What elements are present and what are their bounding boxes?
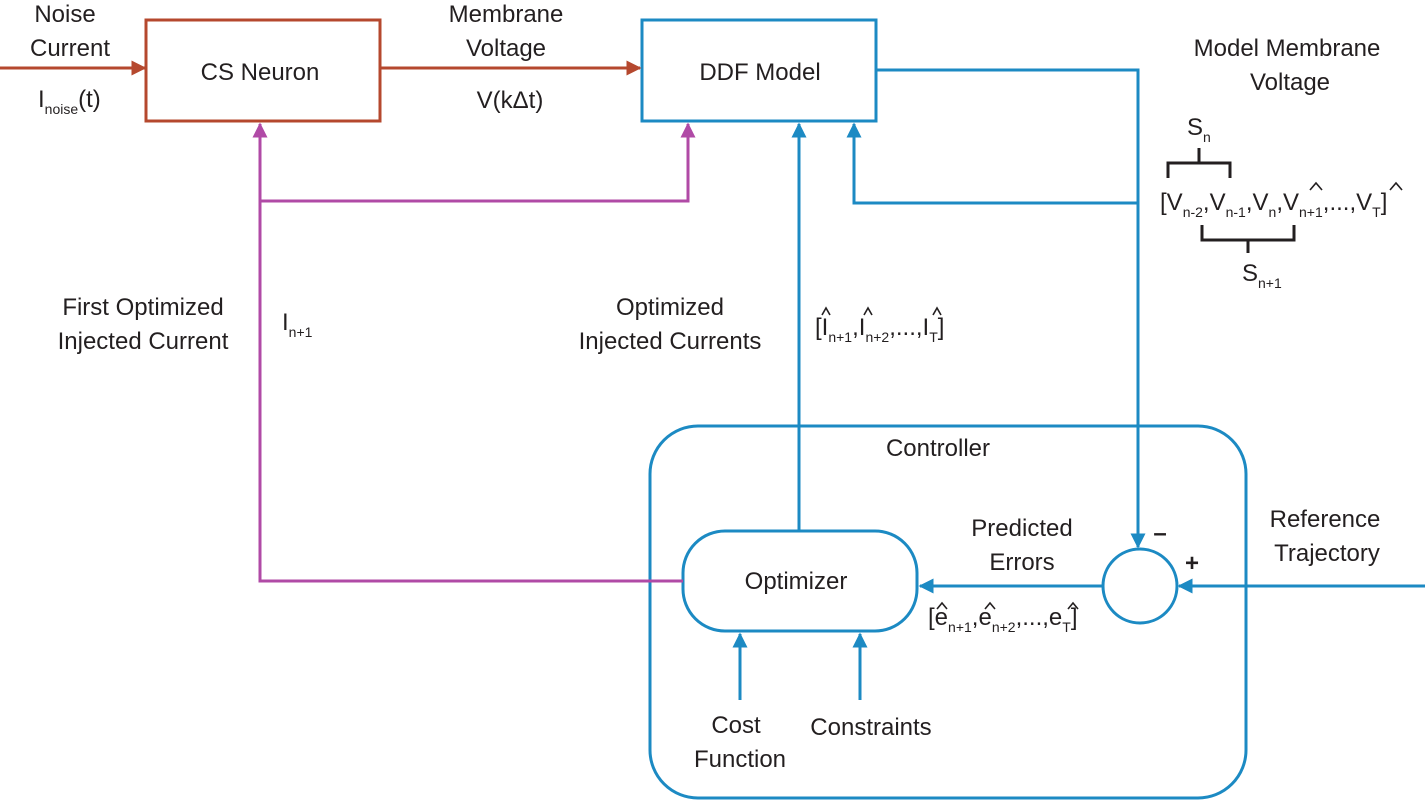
model-membrane-voltage-label-line1: Model Membrane <box>1194 35 1381 62</box>
summing-junction <box>1101 547 1179 625</box>
controller-label: Controller <box>886 435 990 462</box>
membrane-voltage-label-line1: Membrane <box>449 1 564 28</box>
junction-plus-sign: + <box>1185 550 1199 577</box>
s-n-plus-1-label: Sn+1 <box>1242 260 1282 291</box>
s-n-bracket-shape <box>1166 148 1232 178</box>
membrane-voltage-expression: V(kΔt) <box>477 87 544 114</box>
first-optimized-symbol: In+1 <box>282 309 313 340</box>
constraints-label: Constraints <box>810 714 931 741</box>
hat-i-t <box>932 306 942 316</box>
optimized-currents-label-line2: Injected Currents <box>579 328 762 355</box>
junction-minus-sign: – <box>1153 520 1166 547</box>
noise-current-label-line1: Noise <box>34 1 95 28</box>
cs-neuron-label: CS Neuron <box>201 59 320 86</box>
hat-e-n-plus-1 <box>936 601 948 610</box>
optimizer-label: Optimizer <box>745 568 848 595</box>
predicted-errors-label-line1: Predicted <box>971 515 1072 542</box>
noise-current-label-line2: Current <box>30 35 110 62</box>
s-n-plus-1-bracket-shape <box>1200 225 1296 253</box>
controller-block <box>648 424 1248 800</box>
optimized-currents-label-line1: Optimized <box>616 294 724 321</box>
s-n-bracket: Sn <box>1166 114 1232 178</box>
hat-i-n-plus-2 <box>863 306 873 316</box>
injected-current-to-model-path <box>260 122 696 203</box>
voltage-vector: [Vn-2,Vn-1,Vn,Vn+1,...,VT] <box>1160 189 1387 220</box>
noise-current-symbol: Inoise(t) <box>38 86 101 117</box>
membrane-voltage-label-line2: Voltage <box>466 35 546 62</box>
model-membrane-voltage-label-line2: Voltage <box>1250 69 1330 96</box>
s-n-label: Sn <box>1187 114 1211 145</box>
hat-e-n-plus-2 <box>984 601 996 610</box>
predicted-errors-label-line2: Errors <box>989 549 1054 576</box>
first-injected-current-path <box>252 122 683 583</box>
predicted-errors-vector: [en+1,en+2,...,eT] <box>928 604 1078 635</box>
model-feedback-path <box>846 122 1138 205</box>
reference-trajectory-label-line1: Reference <box>1270 506 1381 533</box>
hat-v-n-plus-1 <box>1309 181 1323 191</box>
hat-v-t <box>1389 181 1403 191</box>
model-output-path <box>876 68 1146 549</box>
ddf-model-label: DDF Model <box>699 59 820 86</box>
hat-i-n-plus-1 <box>821 306 831 316</box>
optimized-currents-vector: [In+1,In+2,...,IT] <box>815 314 944 345</box>
reference-trajectory-label-line2: Trajectory <box>1274 540 1380 567</box>
s-n-plus-1-bracket: Sn+1 <box>1200 225 1296 291</box>
cost-function-label-line2: Function <box>694 746 786 773</box>
first-optimized-label-line2: Injected Current <box>58 328 229 355</box>
first-optimized-label-line1: First Optimized <box>62 294 223 321</box>
hat-e-t <box>1067 601 1079 610</box>
cost-function-label-line1: Cost <box>711 712 761 739</box>
